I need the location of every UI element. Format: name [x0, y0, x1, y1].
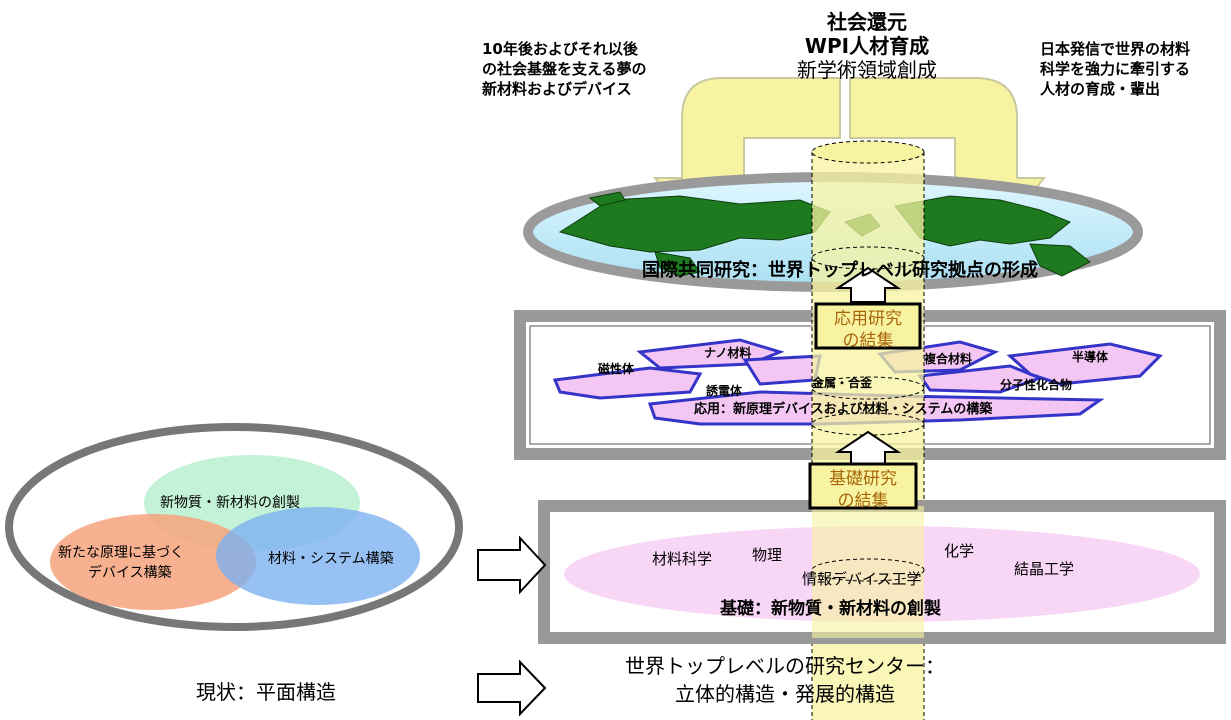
applied-box-line1: 応用研究	[834, 309, 902, 329]
applied-box-line2: の結集	[842, 331, 894, 351]
piece-molecular: 分子性化合物	[1000, 378, 1073, 392]
arrow-to-future	[477, 659, 547, 717]
top-title-2: WPI人材育成	[804, 34, 930, 58]
basic-caption: 基礎：新物質・新材料の創製	[720, 599, 941, 619]
venn-label-top: 新物質・新材料の創製	[160, 495, 300, 511]
column-ring-2	[811, 376, 925, 400]
venn-blue	[216, 507, 420, 605]
piece-magnetic: 磁性体	[598, 362, 635, 376]
field-chemistry: 化学	[944, 542, 975, 560]
global-caption: 国際共同研究：世界トップレベル研究拠点の形成	[642, 260, 1038, 281]
current-state-label: 現状：平面構造	[196, 680, 336, 704]
arrow-to-base	[477, 535, 547, 595]
piece-dielectric: 誘電体	[706, 384, 743, 398]
field-materials-science: 材料科学	[652, 550, 713, 568]
top-right-note-1: 日本発信で世界の材料	[1040, 40, 1191, 58]
future-label-1: 世界トップレベルの研究センター：	[625, 654, 945, 678]
venn-label-right: 材料・システム構築	[268, 551, 394, 567]
top-left-note-3: 新材料およびデバイス	[482, 80, 632, 98]
applied-research-box	[814, 302, 922, 350]
field-physics: 物理	[752, 546, 783, 564]
column-ring-4	[811, 558, 925, 582]
piece-semiconductor: 半導体	[1072, 350, 1109, 364]
top-left-note-2: の社会基盤を支える夢の	[482, 60, 647, 78]
basic-research-box	[808, 462, 918, 510]
basic-box-line2: の結集	[837, 491, 889, 511]
top-right-note-2: 科学を強力に牽引する	[1040, 60, 1191, 78]
piece-metal-alloy: 金属・合金	[812, 376, 873, 390]
venn-label-left-2: デバイス構築	[88, 565, 172, 581]
applied-caption: 応用：新原理デバイスおよび材料・システムの構築	[694, 402, 993, 417]
column-top	[811, 140, 925, 164]
venn-orange	[50, 514, 256, 610]
top-title-3: 新学術領域創成	[797, 58, 937, 82]
piece-nano: ナノ材料	[704, 346, 752, 360]
top-right-note-3: 人材の育成・輩出	[1040, 80, 1161, 98]
top-title-1: 社会還元	[827, 10, 907, 34]
field-device-engineering: 情報デバイス工学	[802, 570, 922, 588]
piece-composite: 複合材料	[924, 352, 973, 366]
field-crystal-engineering: 結晶工学	[1014, 560, 1075, 578]
column-lower	[812, 506, 924, 638]
venn-label-left-1: 新たな原理に基づく	[58, 545, 184, 561]
future-label-2: 立体的構造・発展的構造	[675, 682, 895, 706]
top-left-note-1: 10年後およびそれ以後	[482, 40, 638, 58]
basic-box-line1: 基礎研究	[829, 469, 897, 489]
up-arrow-applied	[834, 266, 902, 303]
